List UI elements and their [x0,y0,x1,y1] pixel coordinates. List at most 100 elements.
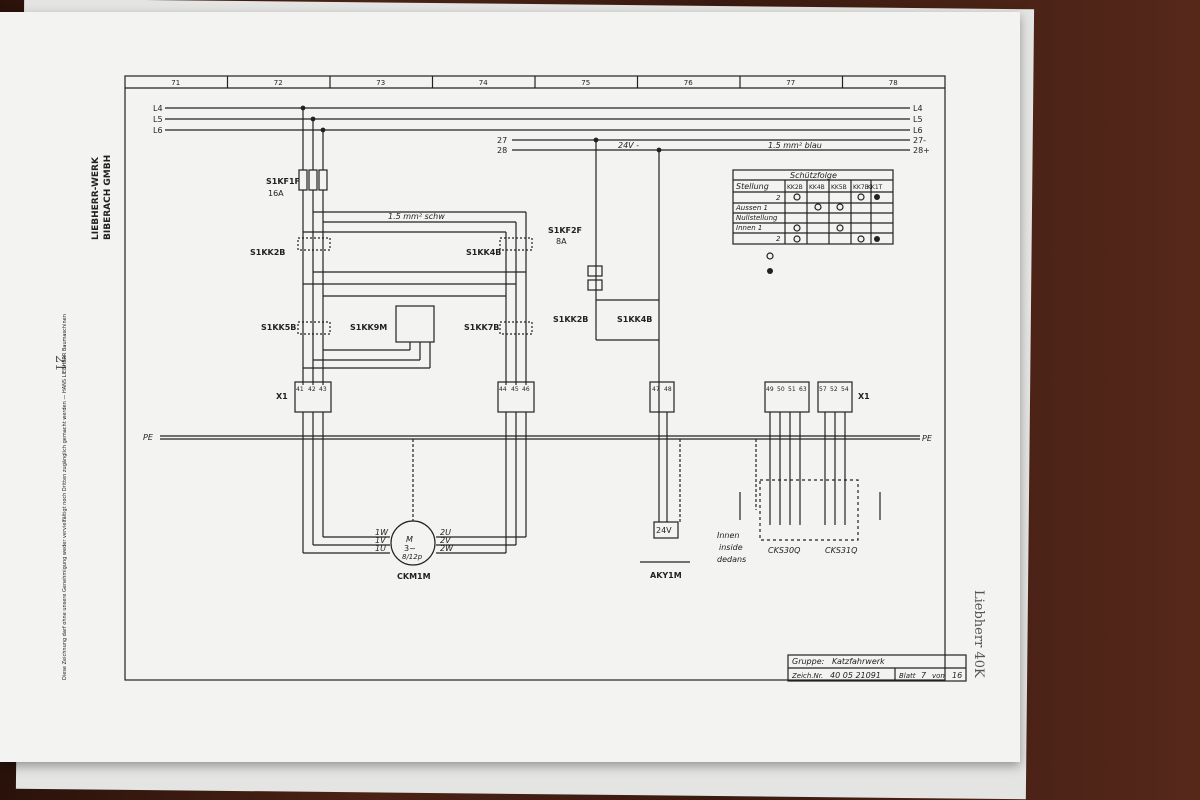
terminal-57: 57 [819,386,827,393]
bus-28-label: 28 [497,146,507,155]
terminal-44: 44 [499,386,507,393]
label-innen: Innen [717,531,740,540]
terminal-numbers: 41 42 43 44 45 46 47 48 49 50 51 63 57 5… [296,386,849,393]
drawing-frame [124,75,946,681]
legend-open-contact [766,252,774,260]
blatt-label: Blatt [899,672,916,680]
terminal-48: 48 [664,386,672,393]
label-aky1m: AKY1M [650,571,682,580]
label-2v: 2V [440,536,451,545]
control-wiring [587,137,881,563]
page-number: 21 [52,355,67,372]
table-row-label: Nullstellung [736,214,778,222]
label-s1kf1f: S1KF1F [266,177,300,186]
table-col-kk1t: KK1T [867,184,883,191]
table-col-kk7b: KK7B [853,184,869,191]
label-x1: X1 [276,392,288,401]
bus-28-label-right: 28+ [913,146,930,155]
label-s1kf2f: S1KF2F [548,226,582,235]
label-s1kk7b: S1KK7B [464,323,499,332]
label-1w: 1W [375,528,389,537]
label-1u: 1U [375,544,386,553]
company-logo: LIEBHERR-WERK BIBERACH GMBH [91,155,113,240]
table-col-kk5b: KK5B [831,184,847,191]
bus-l5-label-right: L5 [913,115,923,124]
terminal-45: 45 [511,386,519,393]
label-x1-right: X1 [858,392,870,401]
table-title: Schützfolge [790,171,837,180]
terminal-52: 52 [830,386,838,393]
label-1v: 1V [375,536,386,545]
table-row-label: 2 [776,235,781,243]
power-buses: L4 L5 L6 L4 L5 L6 27 28 27- 28+ 24V - 1.… [143,104,933,443]
gruppe-label: Gruppe: [792,657,825,666]
label-s1kk2b: S1KK2B [250,248,285,257]
label-ckm1m: CKM1M [397,572,431,581]
terminal-41: 41 [296,386,304,393]
terminal-50: 50 [777,386,785,393]
label-s1kk5b: S1KK5B [261,323,296,332]
motor-phase: 3~ [404,544,416,553]
bus-27-label: 27 [497,136,507,145]
pe-label-right: PE [922,434,933,443]
label-cks30q: CKS30Q [768,546,800,555]
schematic-sheet [0,12,1020,762]
bus-27-label-right: 27- [913,136,926,145]
table-col-kk4b: KK4B [809,184,825,191]
company-line2: BIBERACH GMBH [103,155,113,240]
blatt-value: 7 [921,671,927,680]
legend-closed-contact [767,268,773,274]
bus-l6-label-right: L6 [913,126,923,135]
von-label: von [932,672,945,680]
label-2w: 2W [440,544,454,553]
ruler-col-72: 72 [274,79,283,87]
side-caption: Liebherr 40K [971,590,986,678]
von-value: 16 [952,671,962,680]
table-row-label: Aussen 1 [735,204,768,212]
terminal-49: 49 [766,386,774,393]
ruler-col-71: 71 [171,79,180,87]
label-2u: 2U [440,528,451,537]
label-16a: 16A [268,189,284,198]
label-8a: 8A [556,237,567,246]
bus-l4-label-right: L4 [913,104,923,113]
bus-l6-label: L6 [153,126,163,135]
ruler-col-75: 75 [581,79,590,87]
table-row-label: 2 [776,194,781,202]
ruler-col-76: 76 [684,79,693,87]
label-s1kk4b-control: S1KK4B [617,315,652,324]
terminal-63: 63 [799,386,807,393]
bus-l5-label: L5 [153,115,163,124]
table-row-label: Innen 1 [736,224,762,232]
label-s1kk2b-control: S1KK2B [553,315,588,324]
bus-24v-label: 24V - [618,141,639,150]
terminal-51: 51 [788,386,796,393]
terminal-47: 47 [652,386,660,393]
title-block: Gruppe: Katzfahrwerk Zeich.Nr. 40 05 210… [787,654,967,682]
label-dedans: dedans [717,555,746,564]
component-labels: S1KF1F 16A 1.5 mm² schw S1KK2B S1KK4B S1… [250,177,870,581]
terminal-54: 54 [841,386,849,393]
ruler-col-77: 77 [786,79,795,87]
terminal-46: 46 [522,386,530,393]
terminal-43: 43 [319,386,327,393]
label-inside: inside [719,543,743,552]
zeich-label: Zeich.Nr. [791,672,823,680]
table-stellung: Stellung [736,182,769,191]
label-s1kk9m: S1KK9M [350,323,387,332]
motor-poles: 8/12p [402,553,423,561]
wire-blau-label: 1.5 mm² blau [768,141,822,150]
zeich-value: 40 05 21091 [830,671,881,680]
margin-note: Diese Zeichnung darf ohne unsere Genehmi… [62,314,68,680]
pe-label: PE [143,433,154,442]
label-s1kk4b: S1KK4B [466,248,501,257]
gruppe-value: Katzfahrwerk [832,657,885,666]
label-cks31q: CKS31Q [825,546,857,555]
company-line1: LIEBHERR-WERK [91,156,101,240]
motor-m: M [406,535,413,544]
ruler-col-78: 78 [889,79,898,87]
